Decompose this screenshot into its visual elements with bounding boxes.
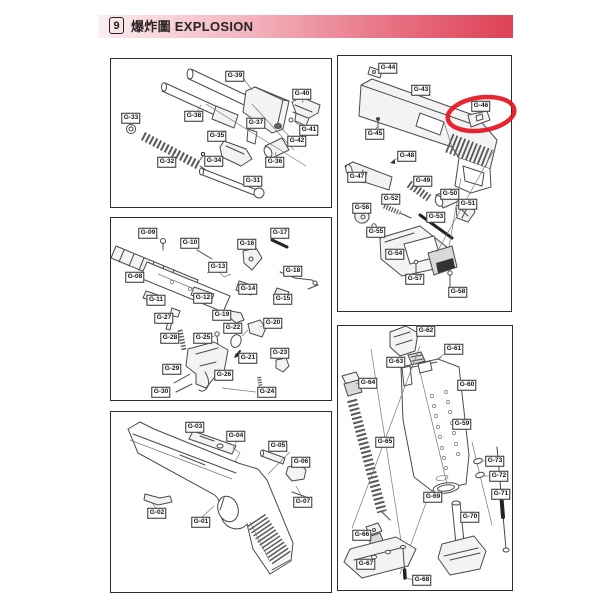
part-label-g-49: G-49 [413, 175, 433, 187]
part-label-g-17: G-17 [270, 227, 290, 239]
part-label-g-33: G-33 [121, 112, 141, 124]
part-label-g-29: G-29 [162, 363, 182, 375]
part-label-g-08: G-08 [125, 271, 145, 283]
part-label-g-09: G-09 [138, 227, 158, 239]
part-label-g-43: G-43 [411, 84, 431, 96]
part-label-g-65: G-65 [375, 436, 395, 448]
part-label-g-47: G-47 [347, 171, 367, 183]
part-label-g-51: G-51 [458, 198, 478, 210]
part-label-g-01: G-01 [191, 516, 211, 528]
part-label-g-54: G-54 [385, 248, 405, 260]
part-label-g-12: G-12 [193, 292, 213, 304]
drawing-magazine-assembly [341, 325, 510, 581]
part-label-g-30: G-30 [151, 386, 171, 398]
part-label-g-18: G-18 [283, 265, 303, 277]
part-label-g-13: G-13 [208, 261, 228, 273]
part-label-g-72: G-72 [489, 470, 509, 482]
part-label-g-61: G-61 [444, 343, 464, 355]
part-label-g-07: G-07 [293, 496, 313, 508]
part-label-g-28: G-28 [160, 332, 180, 344]
part-label-g-64: G-64 [358, 377, 378, 389]
part-label-g-39: G-39 [225, 70, 245, 82]
part-label-g-46: G-46 [471, 100, 491, 112]
section-number-box: 9 [109, 17, 124, 34]
part-label-g-57: G-57 [405, 273, 425, 285]
part-label-g-11: G-11 [146, 294, 166, 306]
part-label-g-14: G-14 [238, 283, 258, 295]
part-label-g-55: G-55 [366, 226, 386, 238]
part-label-g-05: G-05 [268, 440, 288, 452]
part-label-g-73: G-73 [485, 455, 505, 467]
part-label-g-66: G-66 [352, 529, 372, 541]
part-label-g-36: G-36 [265, 156, 285, 168]
part-label-g-20: G-20 [263, 317, 283, 329]
part-label-g-02: G-02 [147, 507, 167, 519]
part-label-g-56: G-56 [352, 202, 372, 214]
part-label-g-60: G-60 [457, 379, 477, 391]
part-label-g-21: G-21 [238, 352, 258, 364]
part-label-g-25: G-25 [193, 332, 213, 344]
part-label-g-62: G-62 [416, 325, 436, 337]
drawing-frame [127, 421, 313, 575]
part-label-g-22: G-22 [223, 322, 243, 334]
part-label-g-44: G-44 [378, 62, 398, 74]
part-label-g-26: G-26 [214, 369, 234, 381]
part-label-g-37: G-37 [246, 117, 266, 129]
part-label-g-52: G-52 [381, 193, 401, 205]
part-label-g-10: G-10 [180, 237, 200, 249]
page-title: 爆炸圖 EXPLOSION [131, 19, 254, 34]
part-label-g-53: G-53 [426, 211, 446, 223]
part-label-g-24: G-24 [257, 386, 277, 398]
part-label-g-67: G-67 [356, 558, 376, 570]
part-label-g-59: G-59 [452, 418, 472, 430]
part-label-g-38: G-38 [184, 110, 204, 122]
part-label-g-70: G-70 [460, 511, 480, 523]
part-label-g-58: G-58 [448, 286, 468, 298]
part-label-g-04: G-04 [226, 430, 246, 442]
part-label-g-48: G-48 [397, 150, 417, 162]
part-label-g-41: G-41 [299, 124, 319, 136]
part-label-g-35: G-35 [207, 130, 227, 142]
part-label-g-69: G-69 [423, 491, 443, 503]
part-label-g-34: G-34 [204, 155, 224, 167]
highlight-ellipse [445, 94, 517, 134]
part-label-g-15: G-15 [273, 293, 293, 305]
part-label-g-03: G-03 [185, 421, 205, 433]
part-label-g-19: G-19 [212, 309, 232, 321]
drawing-barrel-assembly [126, 68, 321, 199]
part-label-g-50: G-50 [440, 188, 460, 200]
part-label-g-42: G-42 [287, 135, 307, 147]
part-label-g-23: G-23 [270, 347, 290, 359]
part-label-g-32: G-32 [157, 156, 177, 168]
part-label-g-40: G-40 [292, 88, 312, 100]
part-label-g-68: G-68 [412, 574, 432, 586]
part-label-g-06: G-06 [291, 456, 311, 468]
header-bar [98, 15, 513, 38]
part-label-g-63: G-63 [386, 356, 406, 368]
part-label-g-45: G-45 [365, 128, 385, 140]
part-label-g-27: G-27 [154, 312, 174, 324]
part-label-g-71: G-71 [491, 488, 511, 500]
part-label-g-31: G-31 [243, 175, 263, 187]
part-label-g-16: G-16 [237, 238, 257, 250]
